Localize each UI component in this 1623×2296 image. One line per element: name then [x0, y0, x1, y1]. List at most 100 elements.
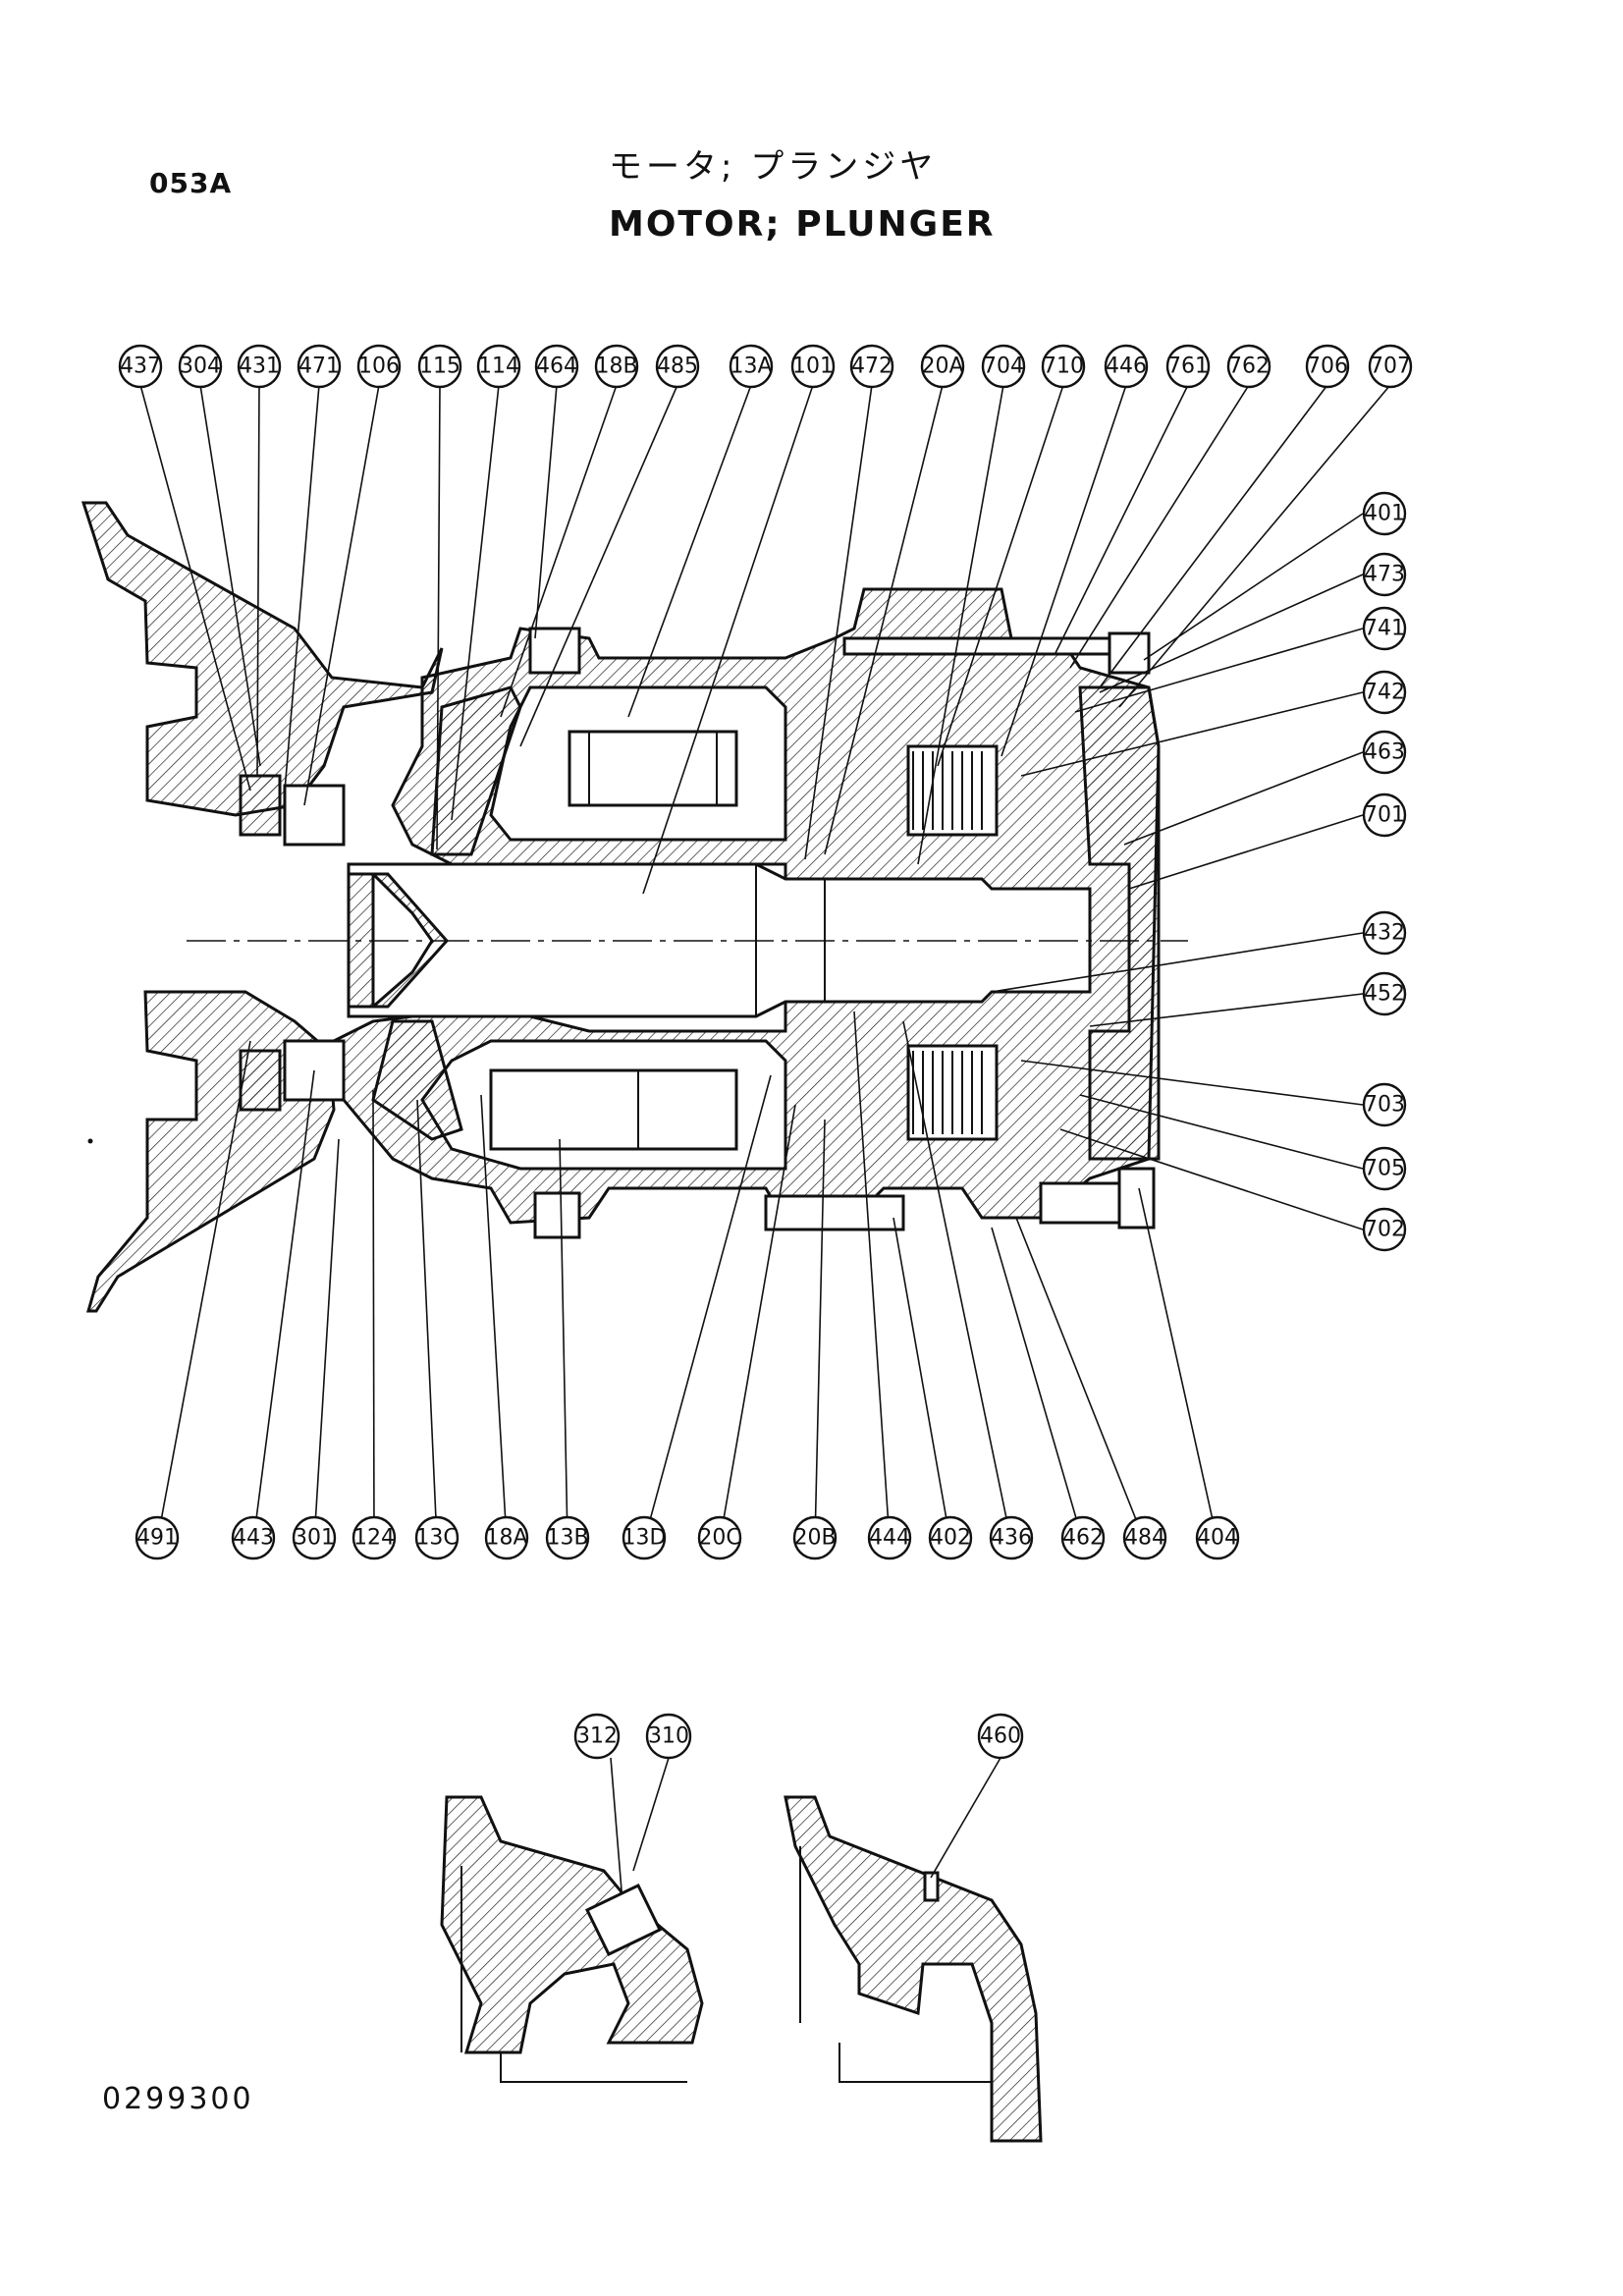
- callout: 707: [1368, 344, 1413, 389]
- svg-text:702: 702: [1364, 1218, 1405, 1242]
- callout: 13D: [622, 1515, 667, 1560]
- callout: 304: [178, 344, 223, 389]
- callout: 436: [989, 1515, 1034, 1560]
- callout: 446: [1104, 344, 1149, 389]
- callout: 401: [1362, 491, 1407, 536]
- callout: 741: [1362, 606, 1407, 651]
- svg-text:485: 485: [657, 355, 698, 379]
- svg-text:462: 462: [1062, 1526, 1104, 1551]
- callout: 471: [297, 344, 342, 389]
- callout: 703: [1362, 1082, 1407, 1127]
- svg-text:312: 312: [576, 1724, 618, 1749]
- callout: 705: [1362, 1146, 1407, 1191]
- callout: 702: [1362, 1207, 1407, 1252]
- svg-text:710: 710: [1043, 355, 1084, 379]
- callout: 742: [1362, 670, 1407, 715]
- callout: 106: [356, 344, 402, 389]
- callout: 402: [928, 1515, 973, 1560]
- svg-text:452: 452: [1364, 982, 1405, 1007]
- svg-text:446: 446: [1106, 355, 1147, 379]
- callout: 761: [1165, 344, 1211, 389]
- callout: 101: [790, 344, 836, 389]
- title-japanese: モータ; プランジヤ: [609, 147, 938, 187]
- callouts-bottom: 491 443 301 124 13C 18A 13B 13D 20C 20B …: [135, 1515, 1240, 1560]
- svg-text:404: 404: [1197, 1526, 1238, 1551]
- svg-text:18B: 18B: [595, 355, 637, 379]
- document-number: 0299300: [102, 2082, 254, 2116]
- callout: 437: [118, 344, 163, 389]
- callout: 473: [1362, 552, 1407, 597]
- callout: 20C: [697, 1515, 742, 1560]
- callout: 18A: [484, 1515, 529, 1560]
- leader-lines: [139, 384, 1391, 1891]
- callout: 704: [981, 344, 1026, 389]
- svg-text:18A: 18A: [485, 1526, 527, 1551]
- callout: 485: [655, 344, 700, 389]
- callout: 310: [645, 1713, 692, 1760]
- callouts-detail: 312 310 460: [573, 1713, 1024, 1760]
- callout: 710: [1041, 344, 1086, 389]
- callout: 463: [1362, 730, 1407, 775]
- callout: 13A: [729, 344, 774, 389]
- svg-text:762: 762: [1228, 355, 1270, 379]
- svg-text:484: 484: [1124, 1526, 1165, 1551]
- svg-text:13A: 13A: [730, 355, 772, 379]
- svg-text:20A: 20A: [921, 355, 963, 379]
- callouts-top: 437 304 431 471 106 115 114 464 18B 485 …: [118, 344, 1413, 389]
- svg-text:444: 444: [869, 1526, 910, 1551]
- title-english: MOTOR; PLUNGER: [609, 204, 996, 245]
- svg-text:432: 432: [1364, 921, 1405, 946]
- callout: 472: [849, 344, 894, 389]
- callout: 13C: [414, 1515, 460, 1560]
- svg-text:402: 402: [930, 1526, 971, 1551]
- svg-text:464: 464: [536, 355, 577, 379]
- callout: 301: [292, 1515, 337, 1560]
- svg-text:401: 401: [1364, 502, 1405, 526]
- svg-text:13B: 13B: [546, 1526, 588, 1551]
- callout: 20A: [920, 344, 965, 389]
- svg-text:471: 471: [298, 355, 340, 379]
- callout: 20B: [792, 1515, 838, 1560]
- svg-text:437: 437: [120, 355, 161, 379]
- callout: 491: [135, 1515, 180, 1560]
- svg-text:704: 704: [983, 355, 1024, 379]
- callout: 484: [1122, 1515, 1167, 1560]
- callout: 432: [1362, 910, 1407, 956]
- callout: 18B: [594, 344, 639, 389]
- svg-text:460: 460: [980, 1724, 1021, 1749]
- callout: 762: [1226, 344, 1271, 389]
- page-code: 053A: [149, 167, 233, 199]
- svg-text:20C: 20C: [698, 1526, 740, 1551]
- callout: 701: [1362, 793, 1407, 838]
- callouts-right: 401 473 741 742 463 701 432 452 703 705 …: [1362, 491, 1407, 1252]
- svg-text:304: 304: [180, 355, 221, 379]
- callout: 464: [534, 344, 579, 389]
- svg-text:101: 101: [792, 355, 834, 379]
- svg-text:472: 472: [851, 355, 893, 379]
- callout: 444: [867, 1515, 912, 1560]
- svg-text:463: 463: [1364, 740, 1405, 765]
- callout: 404: [1195, 1515, 1240, 1560]
- svg-text:115: 115: [419, 355, 460, 379]
- svg-text:114: 114: [478, 355, 519, 379]
- svg-text:431: 431: [239, 355, 280, 379]
- svg-text:13D: 13D: [622, 1526, 667, 1551]
- svg-text:491: 491: [136, 1526, 178, 1551]
- callout: 462: [1060, 1515, 1106, 1560]
- callout: 443: [231, 1515, 276, 1560]
- callout: 706: [1305, 344, 1350, 389]
- callout: 460: [977, 1713, 1024, 1760]
- svg-text:707: 707: [1370, 355, 1411, 379]
- svg-text:443: 443: [233, 1526, 274, 1551]
- main-section: [81, 501, 1188, 1313]
- callout: 452: [1362, 971, 1407, 1016]
- svg-text:741: 741: [1364, 617, 1405, 641]
- svg-text:701: 701: [1364, 803, 1405, 828]
- svg-text:742: 742: [1364, 681, 1405, 705]
- detail-view-left: [440, 1795, 704, 2083]
- svg-text:706: 706: [1307, 355, 1348, 379]
- callout: 431: [237, 344, 282, 389]
- svg-text:705: 705: [1364, 1157, 1405, 1181]
- svg-text:106: 106: [358, 355, 400, 379]
